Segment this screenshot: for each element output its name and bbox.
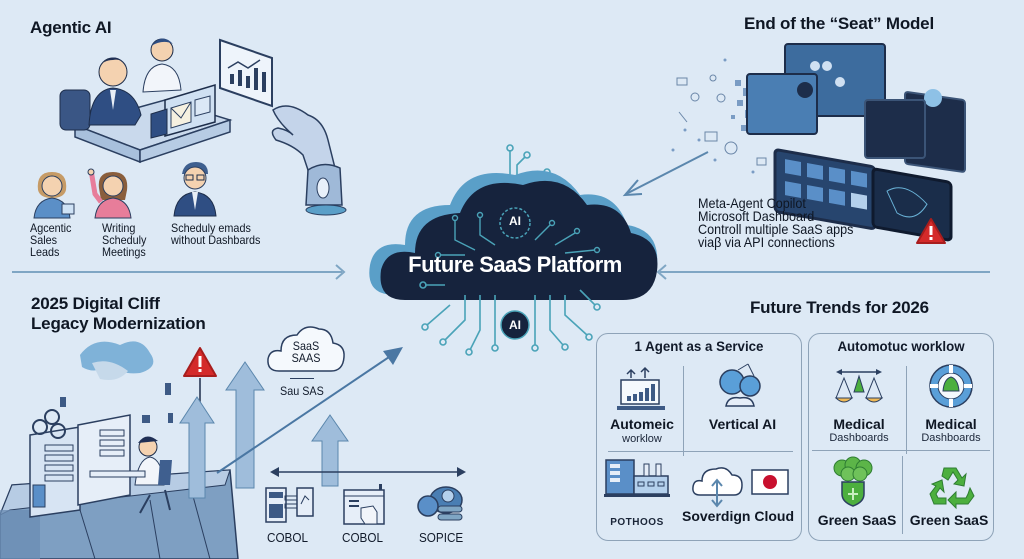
description-line: Meta-Agent Copilot [698,195,806,211]
growth-up-arrow-icon [179,396,215,499]
trend-item-sub: worklow [622,433,662,445]
agentic-ai-title: Agentic AI [30,18,112,37]
trend-item-label: Green SaaS [909,512,989,528]
green-shield-icon [833,456,873,507]
cloud-line: SAAS [291,351,321,365]
label-line: Writing [102,221,136,235]
label-line: without Dashbards [171,233,261,247]
network-nodes-icon [719,363,761,407]
legacy-app-icon [343,484,385,525]
agent-as-a-service-panel [596,333,802,541]
panel-divider-horizontal [608,451,793,452]
cloud-upload-icon [692,467,743,508]
label-line: Sales [30,233,58,247]
trend-item-label: Soverdign Cloud [682,508,794,524]
scales-icon [834,369,884,403]
arrowhead-right-icon [335,264,346,280]
saas-cloud-text: SaaS SAAS [287,340,325,364]
arrowhead-left-icon [656,264,667,280]
trend-item-label: Automeic [610,416,674,432]
label-line: Meetings [102,245,146,259]
meetings-person-icon [87,168,132,219]
trend-item-sub: Dashboards [829,432,889,444]
scheduly-emails-label: Scheduly emads without Dashbards [171,222,260,246]
legacy-item-label: COBOL [267,530,308,545]
description-line: viaβ via API connections [698,234,835,250]
cliff-warning-icon [183,347,217,404]
japan-flag-icon [751,469,789,495]
trend-item-sub: Dashboards [921,432,981,444]
seat-model-arrow [622,151,709,197]
dashboard-screens-illustration [671,43,966,242]
future-trends-title: Future Trends for 2026 [750,298,929,317]
dashboard-chart-icon [617,366,665,410]
title-line: Legacy Modernization [31,314,206,333]
lifebuoy-tree-icon [929,364,973,408]
trend-arrow [216,347,403,474]
trend-item-sub: POTHOOS [610,517,664,528]
right-connector-line [660,271,990,273]
future-saas-cloud [369,144,658,356]
left-connector-line [12,271,342,273]
trend-item-label: Medical [833,416,885,432]
office-workers-illustration [59,38,233,164]
panel-divider-vertical [683,366,684,456]
trend-item-label: Medical [925,416,977,432]
double-arrow [270,467,466,477]
central-platform-title: Future SaaS Platform [408,252,622,277]
seat-model-description: Meta-Agent Copilot Microsoft Dashboard C… [698,195,854,250]
panel-divider-horizontal [812,450,990,451]
agent-as-a-service-title: 1 Agent as a Service [634,338,764,354]
growth-up-arrow-icon [311,414,349,487]
ai-chip-bottom-label: AI [509,318,521,332]
floating-chart-panel-icon [219,38,273,108]
title-line: 2025 Digital Cliff [31,294,160,313]
panel-divider-vertical [902,456,903,534]
cloud-divider [290,378,314,379]
saas-cloud-icon [267,326,345,372]
seat-model-title: End of the “Seat” Model [744,14,934,33]
legacy-item-label: COBOL [342,530,383,545]
manager-person-icon [173,162,217,217]
label-line: Scheduly emads [171,221,251,235]
label-line: Agcentic [30,221,72,235]
trend-item-label: Green SaaS [817,512,897,528]
mainframe-icon [265,487,314,523]
panel-divider-vertical [906,366,907,454]
cloud-line: SaaS [292,339,320,353]
trend-item-label: Vertical AI [708,416,777,432]
robot-hand-icon [271,105,347,216]
recycle-icon [929,467,975,510]
legacy-item-label: SOPICE [419,530,464,545]
meetings-label: Writing Scheduly Meetings [102,222,146,258]
digital-cliff-title: 2025 Digital Cliff Legacy Modernization [31,294,206,334]
sales-leads-label: Agcentic Sales Leads [30,222,71,258]
automotuc-workflow-title: Automotuc worklow [837,338,965,354]
database-icon [417,486,463,521]
warning-icon [916,218,946,244]
ai-chip-top-label: AI [509,214,521,228]
automotuc-workflow-panel [808,333,994,541]
description-line: Controll multiple SaaS apps [698,221,854,237]
factory-icon [604,459,670,497]
description-line: Microsoft Dashboard [698,208,815,224]
label-line: Scheduly [102,233,147,247]
growth-up-arrow-icon [225,361,265,489]
sales-leads-person-icon [33,172,75,219]
label-line: Leads [30,245,60,259]
cloud-caption: Sau SAS [280,384,324,398]
